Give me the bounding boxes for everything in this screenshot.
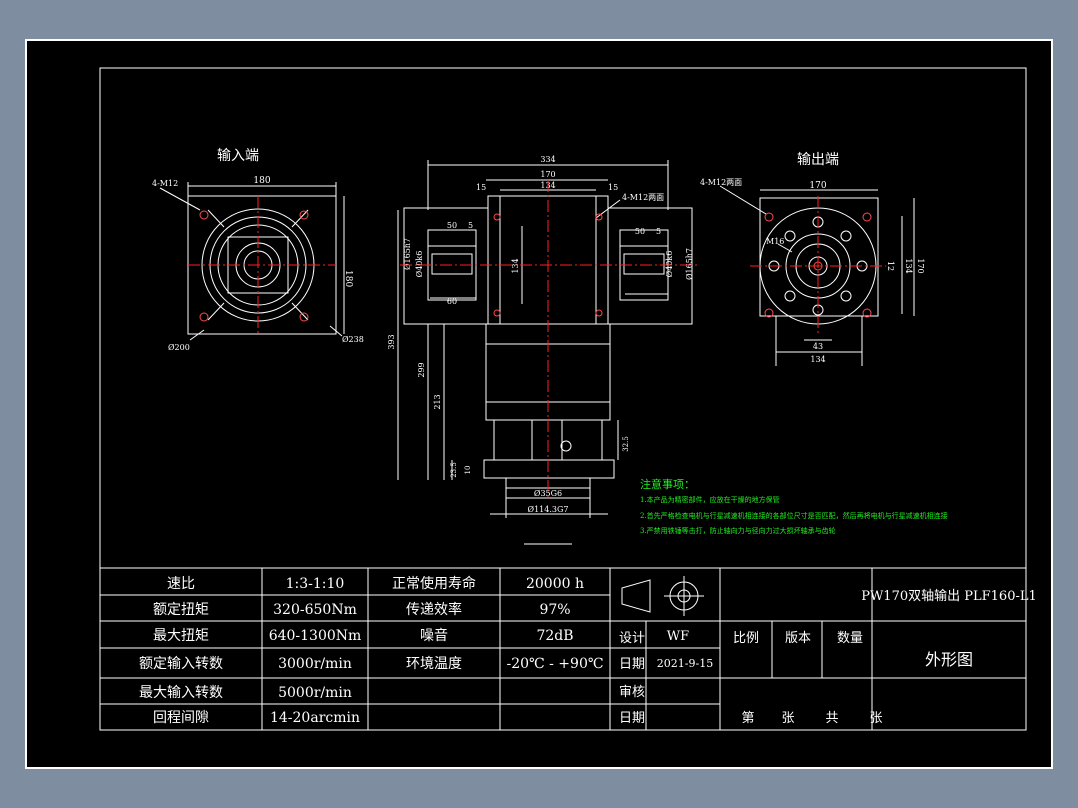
spec-label: 额定扭矩: [153, 602, 209, 618]
date-label: 日期: [619, 657, 645, 672]
output-dim-16: M16: [766, 237, 784, 246]
qty-label: 数量: [837, 631, 863, 646]
front-dim-d-left-inner: Ø40k6: [415, 251, 424, 278]
spec-value2: 20000 h: [526, 576, 584, 592]
output-dim-170-v: 170: [916, 258, 925, 273]
output-dim-43: 43: [813, 342, 823, 351]
front-dim-23-5: 23.5: [450, 462, 458, 478]
output-dim-134-h: 134: [810, 355, 825, 364]
spec-value: 640-1300Nm: [269, 628, 362, 644]
input-mount-hole: [299, 312, 309, 322]
spec-label: 额定输入转数: [139, 656, 223, 672]
output-dim-top: 170: [809, 181, 826, 191]
front-dim-15-right: 15: [608, 183, 618, 192]
title-block: [609, 567, 1027, 731]
spec-label: 速比: [167, 576, 195, 592]
front-dim-d114: Ø114.3G7: [528, 505, 569, 514]
note-line: 1.本产品为精密部件，应放在干燥的地方保管: [640, 495, 780, 504]
output-hole-label: 4-M12两面: [700, 178, 742, 187]
input-hole-label: 4-M12: [152, 179, 178, 188]
spec-label: 最大输入转数: [139, 685, 223, 701]
front-dim-32-5: 32.5: [622, 436, 630, 452]
output-view-title: 输出端: [797, 152, 839, 168]
left-flange: [403, 207, 489, 325]
input-dim-dia-right: Ø238: [342, 335, 364, 344]
designer-name: WF: [667, 629, 689, 644]
spec-value2: 72dB: [536, 628, 573, 644]
drawing-date: 2021-9-15: [657, 657, 713, 670]
output-mount-hole: [764, 212, 774, 222]
input-mount-hole: [299, 210, 309, 220]
spec-value: 5000r/min: [278, 685, 352, 701]
output-flange-square: [759, 197, 879, 317]
spec-value: 320-650Nm: [273, 602, 357, 618]
input-mount-hole: [199, 210, 209, 220]
note-line: 3.严禁用铁锤等击打，防止轴向力与径向力过大损坏轴承与齿轮: [640, 526, 836, 535]
right-flange: [607, 207, 693, 325]
spec-label: 回程间隙: [153, 710, 209, 726]
drawing-sheet: [25, 39, 1053, 769]
front-dim-60: 60: [447, 297, 457, 306]
front-dim-170: 170: [540, 170, 555, 179]
output-dim-134-v: 134: [904, 258, 913, 273]
input-end-view: 输入端 180 180 4-M12 Ø200 Ø238: [152, 148, 364, 352]
input-dim-top: 180: [253, 176, 270, 186]
spec-label: 最大扭矩: [153, 628, 209, 644]
input-dim-dia-left: Ø200: [168, 343, 190, 352]
drawing-name: 外形图: [925, 650, 973, 669]
spec-value: 14-20arcmin: [270, 710, 360, 726]
output-mount-hole: [862, 212, 872, 222]
front-dim-d-right-inner: Ø40k6: [665, 251, 674, 278]
front-dim-50-right: 50: [635, 227, 645, 236]
projection-symbol: [621, 579, 651, 613]
front-dim-10: 10: [464, 466, 472, 475]
review-label: 审核: [619, 685, 645, 700]
front-dim-d35: Ø35G6: [534, 489, 562, 498]
design-label: 设计: [619, 631, 645, 646]
sheet-text: 张: [869, 711, 882, 726]
input-dim-right: 180: [343, 270, 353, 287]
spec-value: 1:3-1:10: [286, 576, 345, 592]
scale-label: 比例: [733, 631, 759, 646]
spec-table-text: 速比 1:3-1:10 正常使用寿命 20000 h 额定扭矩 320-650N…: [139, 575, 604, 726]
front-dim-d-left-outer: Ø165h7: [403, 238, 412, 270]
front-dim-5-right: 5: [656, 227, 661, 236]
front-dim-d-right-outer: Ø165h7: [685, 248, 694, 280]
output-end-view: 输出端 170 4-M12两面 134 43 134 170: [700, 152, 925, 366]
front-dim-213: 213: [433, 394, 442, 409]
spec-label2: 正常使用寿命: [392, 575, 476, 592]
spec-value: 3000r/min: [278, 656, 352, 672]
spec-label2: 环境温度: [406, 656, 462, 672]
spec-value2: 97%: [539, 602, 570, 618]
title-block-text: PW170双轴输出 PLF160-L1 设计 WF 比例 版本 数量 日期 20…: [619, 588, 1037, 726]
input-mount-hole: [199, 312, 209, 322]
notes-block: 注意事项： 1.本产品为精密部件，应放在干燥的地方保管 2.首先严格检查电机与行…: [640, 477, 948, 535]
spec-label2: 传递效率: [406, 601, 462, 618]
output-dim-12: 12: [886, 261, 895, 271]
front-hole-note: 4-M12两面: [622, 193, 664, 202]
sheet-text: 第: [741, 711, 754, 726]
output-mount-hole: [862, 308, 872, 318]
sheet-text: 共: [825, 711, 838, 726]
front-dim-5-left: 5: [468, 221, 473, 230]
front-dim-393: 393: [387, 334, 396, 349]
front-dim-50-left: 50: [447, 221, 457, 230]
front-view: 334 170 134 15 15 4-M12两面 50 5 50 5 60: [387, 155, 700, 545]
version-label: 版本: [785, 631, 811, 646]
notes-title: 注意事项：: [640, 477, 695, 491]
front-dim-299: 299: [417, 362, 426, 377]
output-mount-hole: [764, 308, 774, 318]
front-dim-15-left: 15: [476, 183, 486, 192]
sheet-text: 张: [781, 711, 794, 726]
input-view-title: 输入端: [217, 148, 259, 164]
note-line: 2.首先严格检查电机与行星减速机相连接的各部位尺寸是否匹配，然后再将电机与行星减…: [640, 511, 948, 520]
product-name: PW170双轴输出 PLF160-L1: [861, 588, 1037, 604]
spec-value2: -20℃ - +90℃: [506, 656, 603, 672]
front-dim-134-v: 134: [511, 258, 520, 273]
front-dim-total: 334: [540, 155, 555, 164]
spec-label2: 噪音: [420, 627, 448, 644]
date2-label: 日期: [619, 711, 645, 726]
spec-table: [99, 567, 611, 731]
